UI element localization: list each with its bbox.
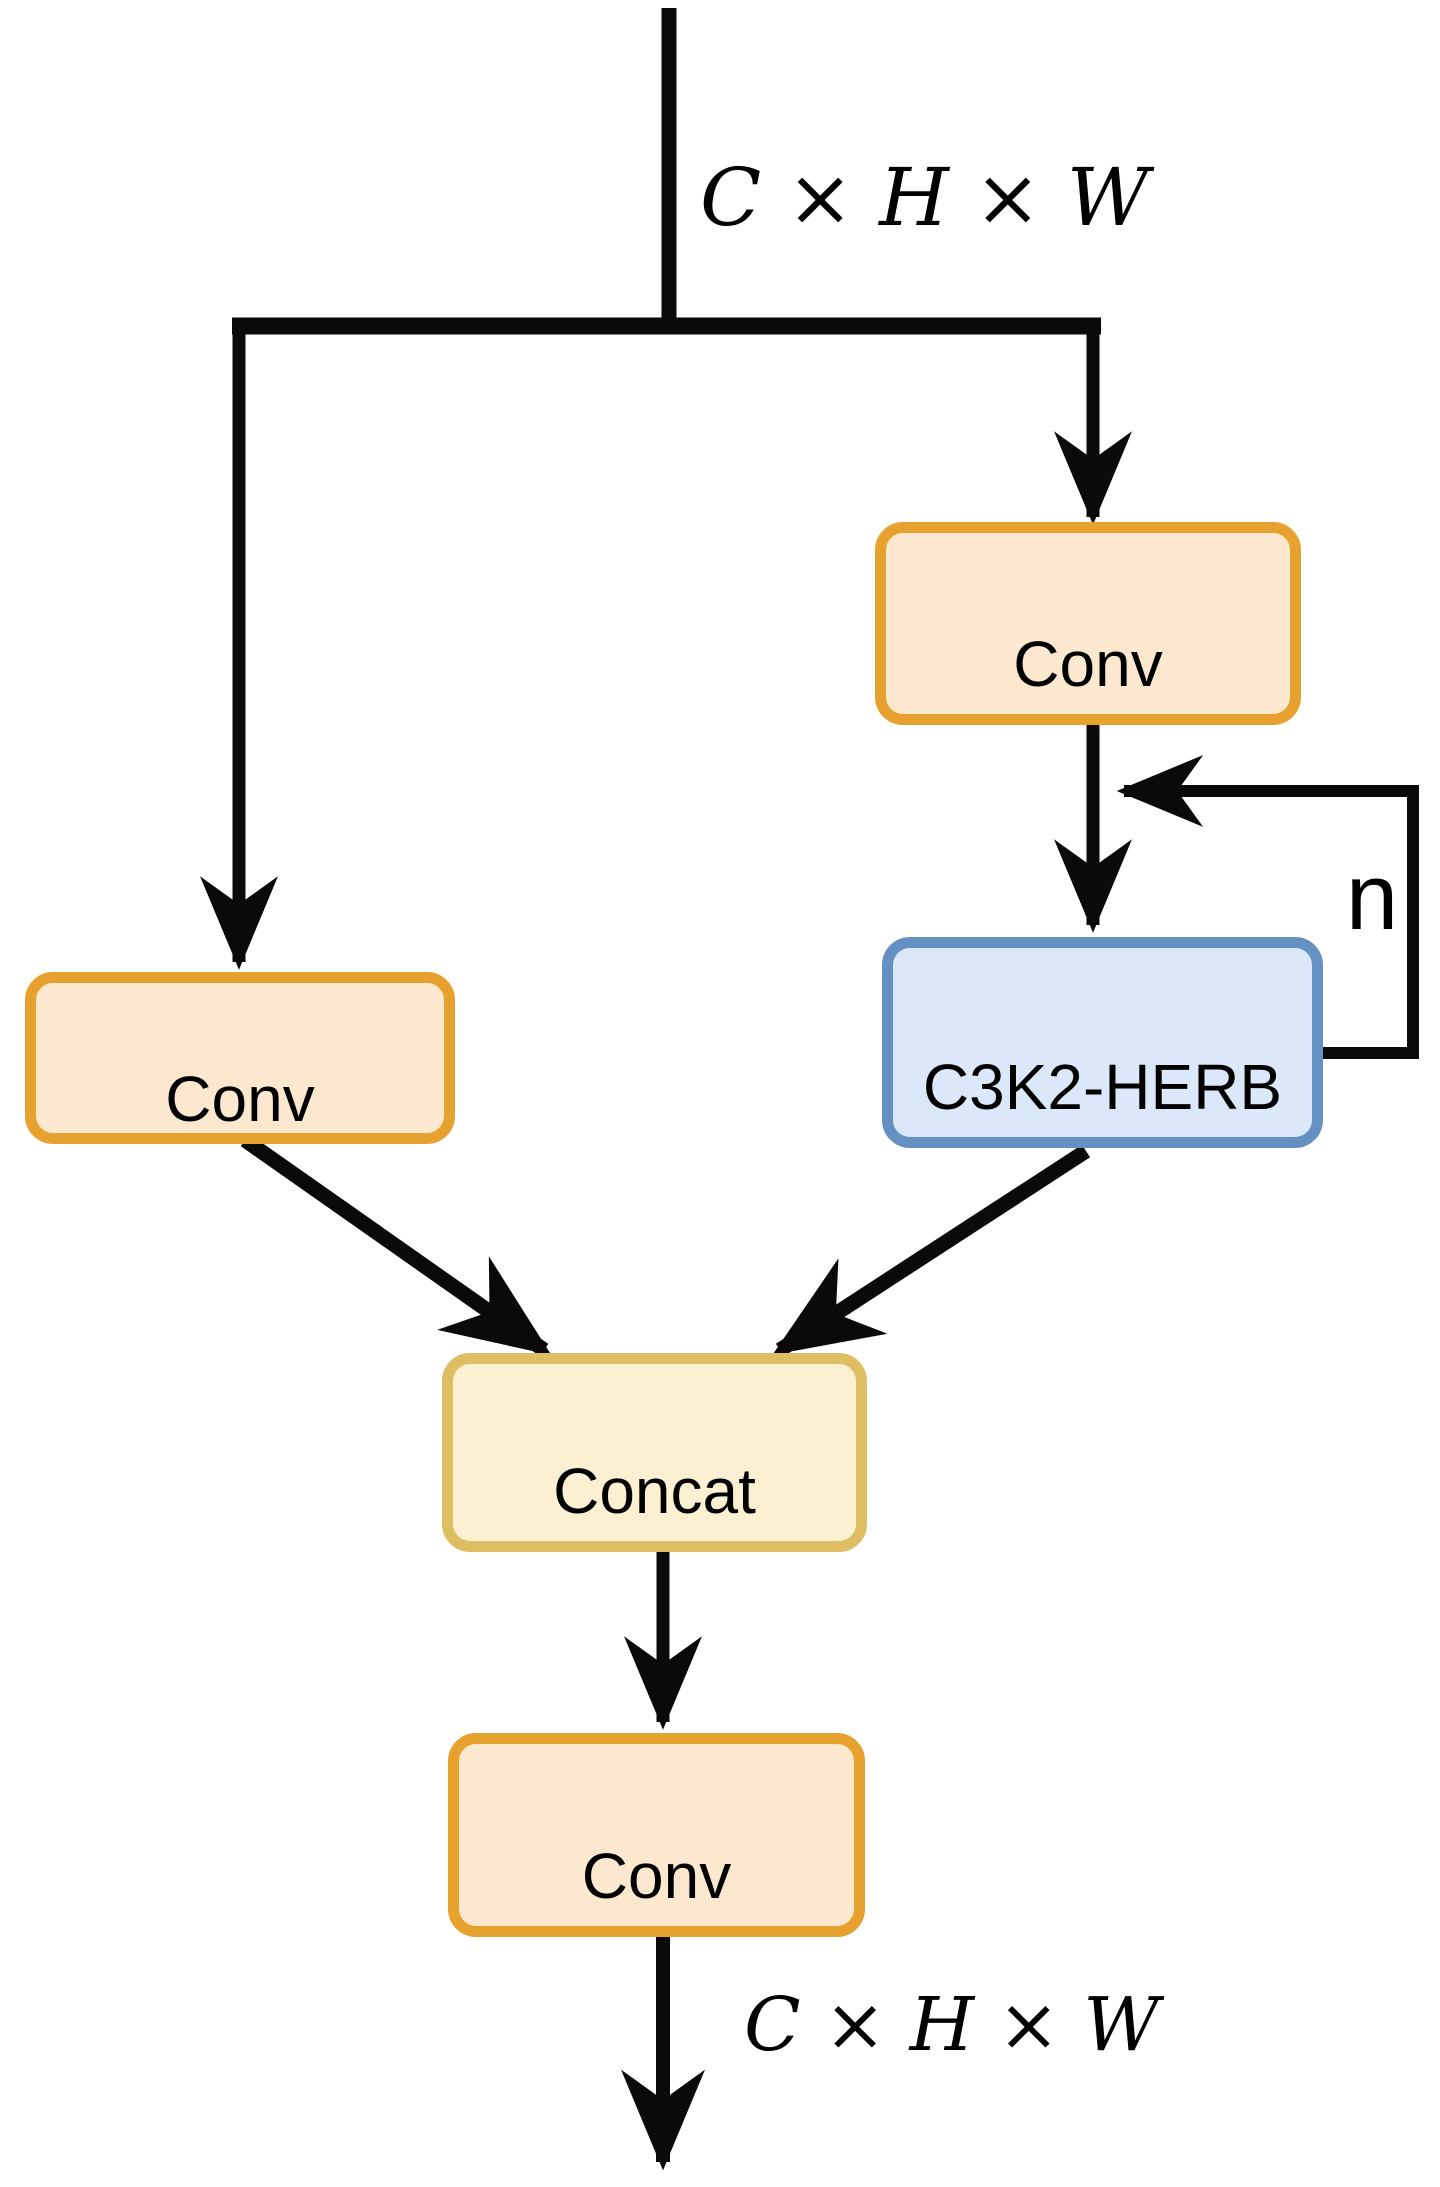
node-concat: Concat (442, 1353, 867, 1552)
node-conv-output-label: Conv (581, 1840, 732, 1912)
node-conv-right-label: Conv (1013, 628, 1163, 700)
node-conv-left-label: Conv (165, 1063, 315, 1135)
edge-conv-left-to-concat (240, 1133, 552, 1357)
edge-herb-repeat-loop (1116, 755, 1419, 1059)
node-conv-left: Conv (25, 972, 455, 1144)
node-c3k2-herb-label: C3K2-HERB (922, 1051, 1283, 1123)
edge-herb-to-concat (772, 1144, 1091, 1357)
node-c3k2-herb: C3K2-HERB (882, 937, 1323, 1148)
output-dimensions-label: C × H × W (744, 1982, 1160, 2068)
repeat-count-label: n (1345, 844, 1399, 949)
node-conv-output: Conv (448, 1733, 865, 1937)
input-dimensions-label: C × H × W (700, 151, 1149, 244)
node-conv-right: Conv (875, 522, 1301, 725)
node-concat-label: Concat (553, 1455, 756, 1527)
